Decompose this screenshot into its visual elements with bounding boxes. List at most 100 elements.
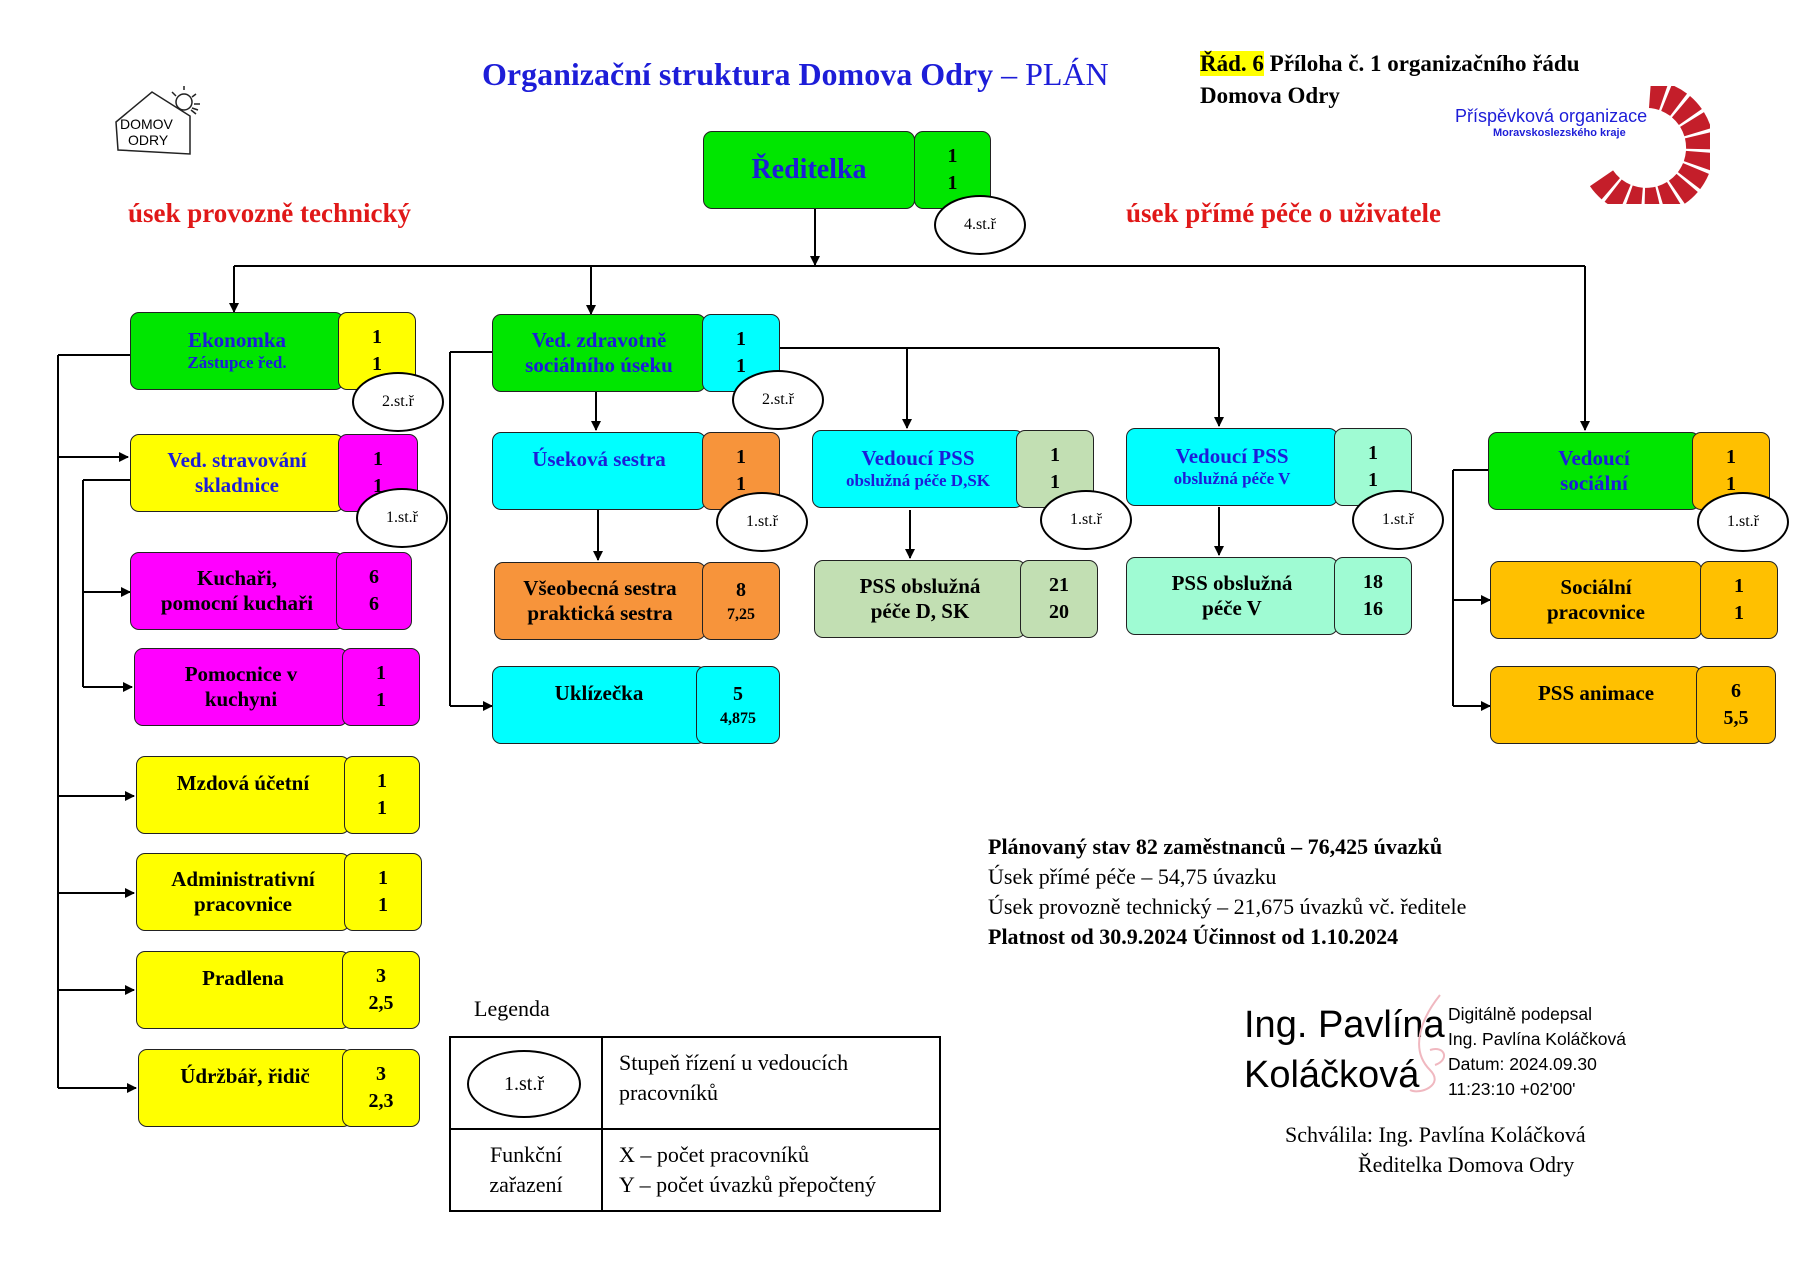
legend-divider-h bbox=[451, 1128, 939, 1130]
count-x: 1 bbox=[376, 662, 386, 684]
count-y: 6 bbox=[369, 593, 379, 615]
node-stravovani: Ved. stravování skladnice bbox=[130, 434, 344, 512]
level-oval: 2.st.ř bbox=[732, 370, 824, 430]
node-vseobecna: Všeobecná sestra praktická sestra bbox=[494, 562, 706, 640]
node-pomocnice-counts: 1 1 bbox=[342, 648, 420, 726]
legend-oval: 1.st.ř bbox=[467, 1050, 581, 1118]
legend-func2: zařazení bbox=[489, 1172, 563, 1197]
node-usekova: Úseková sestra bbox=[492, 432, 706, 510]
node-pradlena: Pradlena bbox=[136, 951, 350, 1029]
summary-line2: Úsek přímé péče – 54,75 úvazku bbox=[988, 864, 1277, 889]
node-label: Úseková sestra bbox=[532, 447, 666, 471]
approved-line2: Ředitelka Domova Odry bbox=[1358, 1152, 1575, 1177]
node-ved-zdrav: Ved. zdravotně sociálního úseku bbox=[492, 314, 706, 392]
count-y: 2,5 bbox=[368, 992, 394, 1014]
node-label-1: Vedoucí bbox=[1558, 445, 1630, 470]
count-y: 1 bbox=[1368, 469, 1378, 491]
node-label-1: Administrativní bbox=[171, 866, 315, 891]
node-label-2: sociálního úseku bbox=[525, 353, 673, 377]
level-oval: 1.st.ř bbox=[1040, 490, 1132, 550]
count-x: 1 bbox=[736, 328, 746, 350]
count-x: 6 bbox=[1731, 680, 1741, 702]
node-mzdova-counts: 1 1 bbox=[344, 756, 420, 834]
count-x: 6 bbox=[369, 566, 379, 588]
node-pss-v: PSS obslužná péče V bbox=[1126, 557, 1338, 635]
count-x: 1 bbox=[1368, 442, 1378, 464]
node-label: Ředitelka bbox=[751, 154, 867, 186]
node-sublabel: Zástupce řed. bbox=[187, 353, 287, 373]
node-label-2: kuchyni bbox=[204, 687, 278, 711]
count-x: 1 bbox=[1726, 446, 1736, 468]
node-vseobecna-counts: 8 7,25 bbox=[702, 562, 780, 640]
node-label: PSS animace bbox=[1537, 681, 1655, 705]
count-y: 20 bbox=[1049, 601, 1069, 623]
level-oval: 1.st.ř bbox=[716, 492, 808, 552]
node-udrzbar: Údržbář, řidič bbox=[138, 1049, 352, 1127]
node-administrativni-counts: 1 1 bbox=[344, 853, 422, 931]
node-administrativni: Administrativní pracovnice bbox=[136, 853, 350, 931]
node-pss-dsk: PSS obslužná péče D, SK bbox=[814, 560, 1026, 638]
count-y: 4,875 bbox=[720, 709, 756, 727]
node-socialni-prac: Sociální pracovnice bbox=[1490, 561, 1702, 639]
count-x: 1 bbox=[1050, 444, 1060, 466]
section-right: úsek přímé péče o uživatele bbox=[1126, 198, 1441, 228]
logo-right-line1: Příspěvková organizace bbox=[1455, 106, 1648, 126]
node-sublabel: obslužná péče D,SK bbox=[845, 471, 991, 491]
msk-logo bbox=[1588, 80, 1715, 216]
count-y: 2,3 bbox=[368, 1090, 394, 1112]
level-oval: 1.st.ř bbox=[356, 488, 448, 548]
node-pradlena-counts: 3 2,5 bbox=[342, 951, 420, 1029]
summary-line3: Úsek provozně technický – 21,675 úvazků … bbox=[988, 894, 1467, 919]
count-x: 18 bbox=[1363, 571, 1383, 593]
node-reditelka: Ředitelka bbox=[703, 131, 915, 209]
signature-mark bbox=[1409, 994, 1445, 1093]
logo-text-line2: ODRY bbox=[128, 132, 169, 148]
node-label-1: Kuchaři, bbox=[197, 565, 277, 590]
title-main: Organizační struktura Domova Odry bbox=[482, 56, 994, 92]
count-x: 1 bbox=[947, 145, 958, 167]
node-label-1: PSS obslužná bbox=[1171, 570, 1293, 595]
count-y: 1 bbox=[736, 355, 746, 377]
count-y: 7,25 bbox=[727, 605, 755, 623]
node-label: Vedoucí PSS bbox=[861, 446, 975, 471]
node-pomocnice: Pomocnice v kuchyni bbox=[134, 648, 348, 726]
signature-info2: Ing. Pavlína Koláčková bbox=[1448, 1029, 1627, 1049]
count-y: 1 bbox=[376, 689, 386, 711]
node-mzdova: Mzdová účetní bbox=[136, 756, 350, 834]
node-label-1: Sociální bbox=[1560, 574, 1632, 599]
node-ved-pss-dsk: Vedoucí PSS obslužná péče D,SK bbox=[812, 430, 1024, 508]
domov-odry-logo: DOMOV ODRY bbox=[112, 82, 202, 158]
node-socialni-prac-counts: 1 1 bbox=[1700, 561, 1778, 639]
legend-oval-desc1: Stupeň řízení u vedoucích bbox=[619, 1050, 849, 1075]
node-label: Uklízečka bbox=[554, 681, 644, 705]
legend-oval-desc2: pracovníků bbox=[619, 1080, 718, 1105]
title-separator: – bbox=[993, 56, 1026, 92]
node-pss-dsk-counts: 21 20 bbox=[1020, 560, 1098, 638]
legend-table: 1.st.ř Stupeň řízení u vedoucích pracovn… bbox=[449, 1036, 941, 1212]
approved-line1: Schválila: Ing. Pavlína Koláčková bbox=[1285, 1122, 1586, 1147]
node-pss-v-counts: 18 16 bbox=[1334, 557, 1412, 635]
level-oval: 1.st.ř bbox=[1352, 490, 1444, 550]
node-sublabel: obslužná péče V bbox=[1173, 469, 1291, 489]
msk-logo-arc bbox=[1588, 80, 1715, 216]
count-y: 1 bbox=[1726, 473, 1736, 495]
count-x: 1 bbox=[1734, 575, 1744, 597]
signature-info1: Digitálně podepsal bbox=[1448, 1004, 1592, 1024]
node-kuchari-counts: 6 6 bbox=[336, 552, 412, 630]
staff-summary: Plánovaný stav 82 zaměstnanců – 76,425 ú… bbox=[988, 832, 1466, 952]
level-oval: 1.st.ř bbox=[1697, 492, 1789, 552]
node-pss-animace: PSS animace bbox=[1490, 666, 1702, 744]
signature-info: Digitálně podepsal Ing. Pavlína Koláčkov… bbox=[1448, 1002, 1626, 1102]
legend-func1: Funkční bbox=[489, 1142, 563, 1167]
count-x: 21 bbox=[1049, 574, 1069, 596]
signature-name: Ing. Pavlína Koláčková bbox=[1244, 1000, 1445, 1100]
count-y: 5,5 bbox=[1723, 707, 1749, 729]
node-label: Vedoucí PSS bbox=[1175, 444, 1289, 469]
section-left: úsek provozně technický bbox=[128, 198, 412, 228]
node-uklizecka-counts: 5 4,875 bbox=[696, 666, 780, 744]
summary-line1: Plánovaný stav 82 zaměstnanců – 76,425 ú… bbox=[988, 834, 1443, 859]
legend-title: Legenda bbox=[474, 996, 550, 1021]
count-y: 1 bbox=[1050, 471, 1060, 493]
node-label-1: Ved. zdravotně bbox=[531, 327, 667, 352]
